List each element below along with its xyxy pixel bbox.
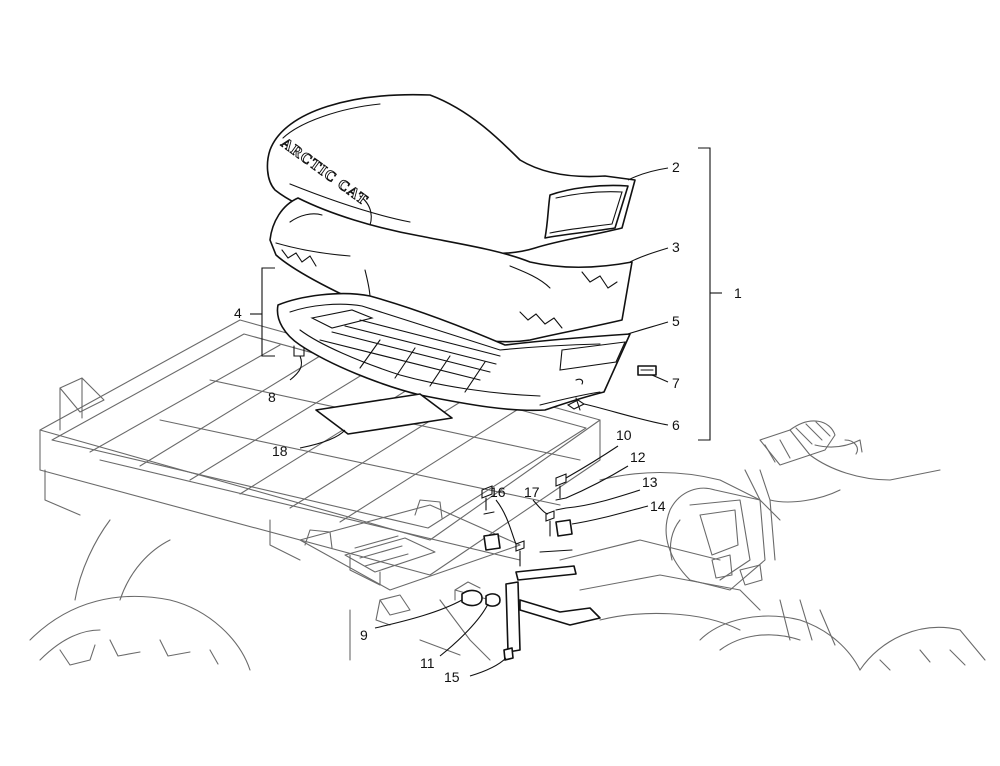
- callout-15: 15: [444, 669, 460, 685]
- leader-lines: [250, 147, 722, 677]
- callout-7: 7: [672, 375, 680, 391]
- warning-label: [637, 365, 657, 376]
- callout-10: 10: [616, 427, 632, 443]
- callout-9: 9: [360, 627, 368, 643]
- front-body: [559, 420, 986, 671]
- callout-18: 18: [272, 443, 288, 459]
- seat-base: [276, 292, 631, 412]
- seat-cover: ARCTIC CAT: [266, 93, 636, 255]
- callout-11: 11: [420, 655, 435, 671]
- callout-14: 14: [650, 498, 666, 514]
- callout-13: 13: [642, 474, 658, 490]
- callout-3: 3: [672, 239, 680, 255]
- callout-1: 1: [734, 285, 742, 301]
- storage-compartment: [299, 499, 521, 661]
- callout-2: 2: [672, 159, 680, 175]
- callout-4: 4: [234, 305, 242, 321]
- storage-mat: [315, 393, 453, 435]
- callout-17: 17: [524, 484, 540, 500]
- rear-fender: [29, 519, 251, 671]
- hook-bracket: [293, 345, 305, 357]
- callout-16: 16: [490, 484, 506, 500]
- callout-8: 8: [268, 389, 276, 405]
- callout-5: 5: [672, 313, 680, 329]
- callout-12: 12: [630, 449, 646, 465]
- callout-6: 6: [672, 417, 680, 433]
- rear-rack: [39, 319, 601, 576]
- vehicle-ghost: [29, 319, 986, 671]
- latch-hardware: [461, 473, 601, 661]
- callouts: 1 2 3 4 5 6 7 8 9 10 11 12 13 14 15 16 1…: [234, 159, 742, 685]
